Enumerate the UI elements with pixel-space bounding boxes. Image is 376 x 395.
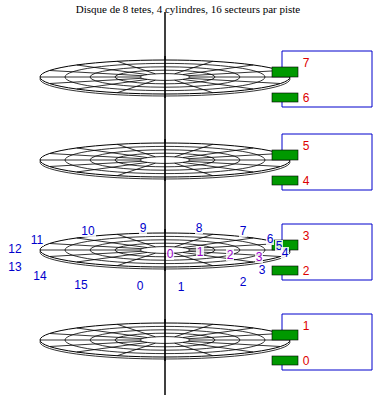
- sector-number: 0: [136, 280, 145, 292]
- head-arm: [272, 51, 372, 107]
- head-number: 4: [302, 175, 311, 187]
- head-arm: [272, 224, 372, 280]
- sector-number: 13: [7, 261, 22, 273]
- sector-number: 6: [266, 233, 275, 245]
- head-number: 0: [302, 355, 311, 367]
- head-number: 5: [302, 140, 311, 152]
- sector-number: 11: [30, 234, 44, 246]
- sector-number: 2: [239, 276, 248, 288]
- sector-number: 15: [73, 279, 88, 291]
- sector-number: 9: [139, 222, 148, 234]
- sector-number: 1: [177, 281, 186, 293]
- head-number: 1: [302, 320, 311, 332]
- head-number: 7: [302, 57, 311, 69]
- sector-number: 7: [239, 225, 248, 237]
- cylinder-number: 0: [166, 248, 175, 260]
- head-number: 2: [302, 265, 311, 277]
- head-number: 6: [302, 92, 311, 104]
- cylinder-number: 1: [196, 246, 205, 258]
- cylinder-number: 2: [226, 249, 235, 261]
- sector-number: 14: [32, 270, 47, 282]
- head-arm: [272, 314, 372, 370]
- sector-number: 10: [80, 225, 95, 237]
- sector-number: 3: [258, 264, 267, 276]
- diagram-title: Disque de 8 tetes, 4 cylindres, 16 secte…: [0, 3, 376, 15]
- sector-number: 4: [281, 247, 290, 259]
- sector-number: 8: [195, 222, 204, 234]
- sector-number: 12: [7, 243, 22, 255]
- head-arm: [272, 134, 372, 190]
- head-number: 3: [302, 230, 311, 242]
- cylinder-number: 3: [255, 251, 264, 263]
- spindle-axis: [164, 12, 166, 395]
